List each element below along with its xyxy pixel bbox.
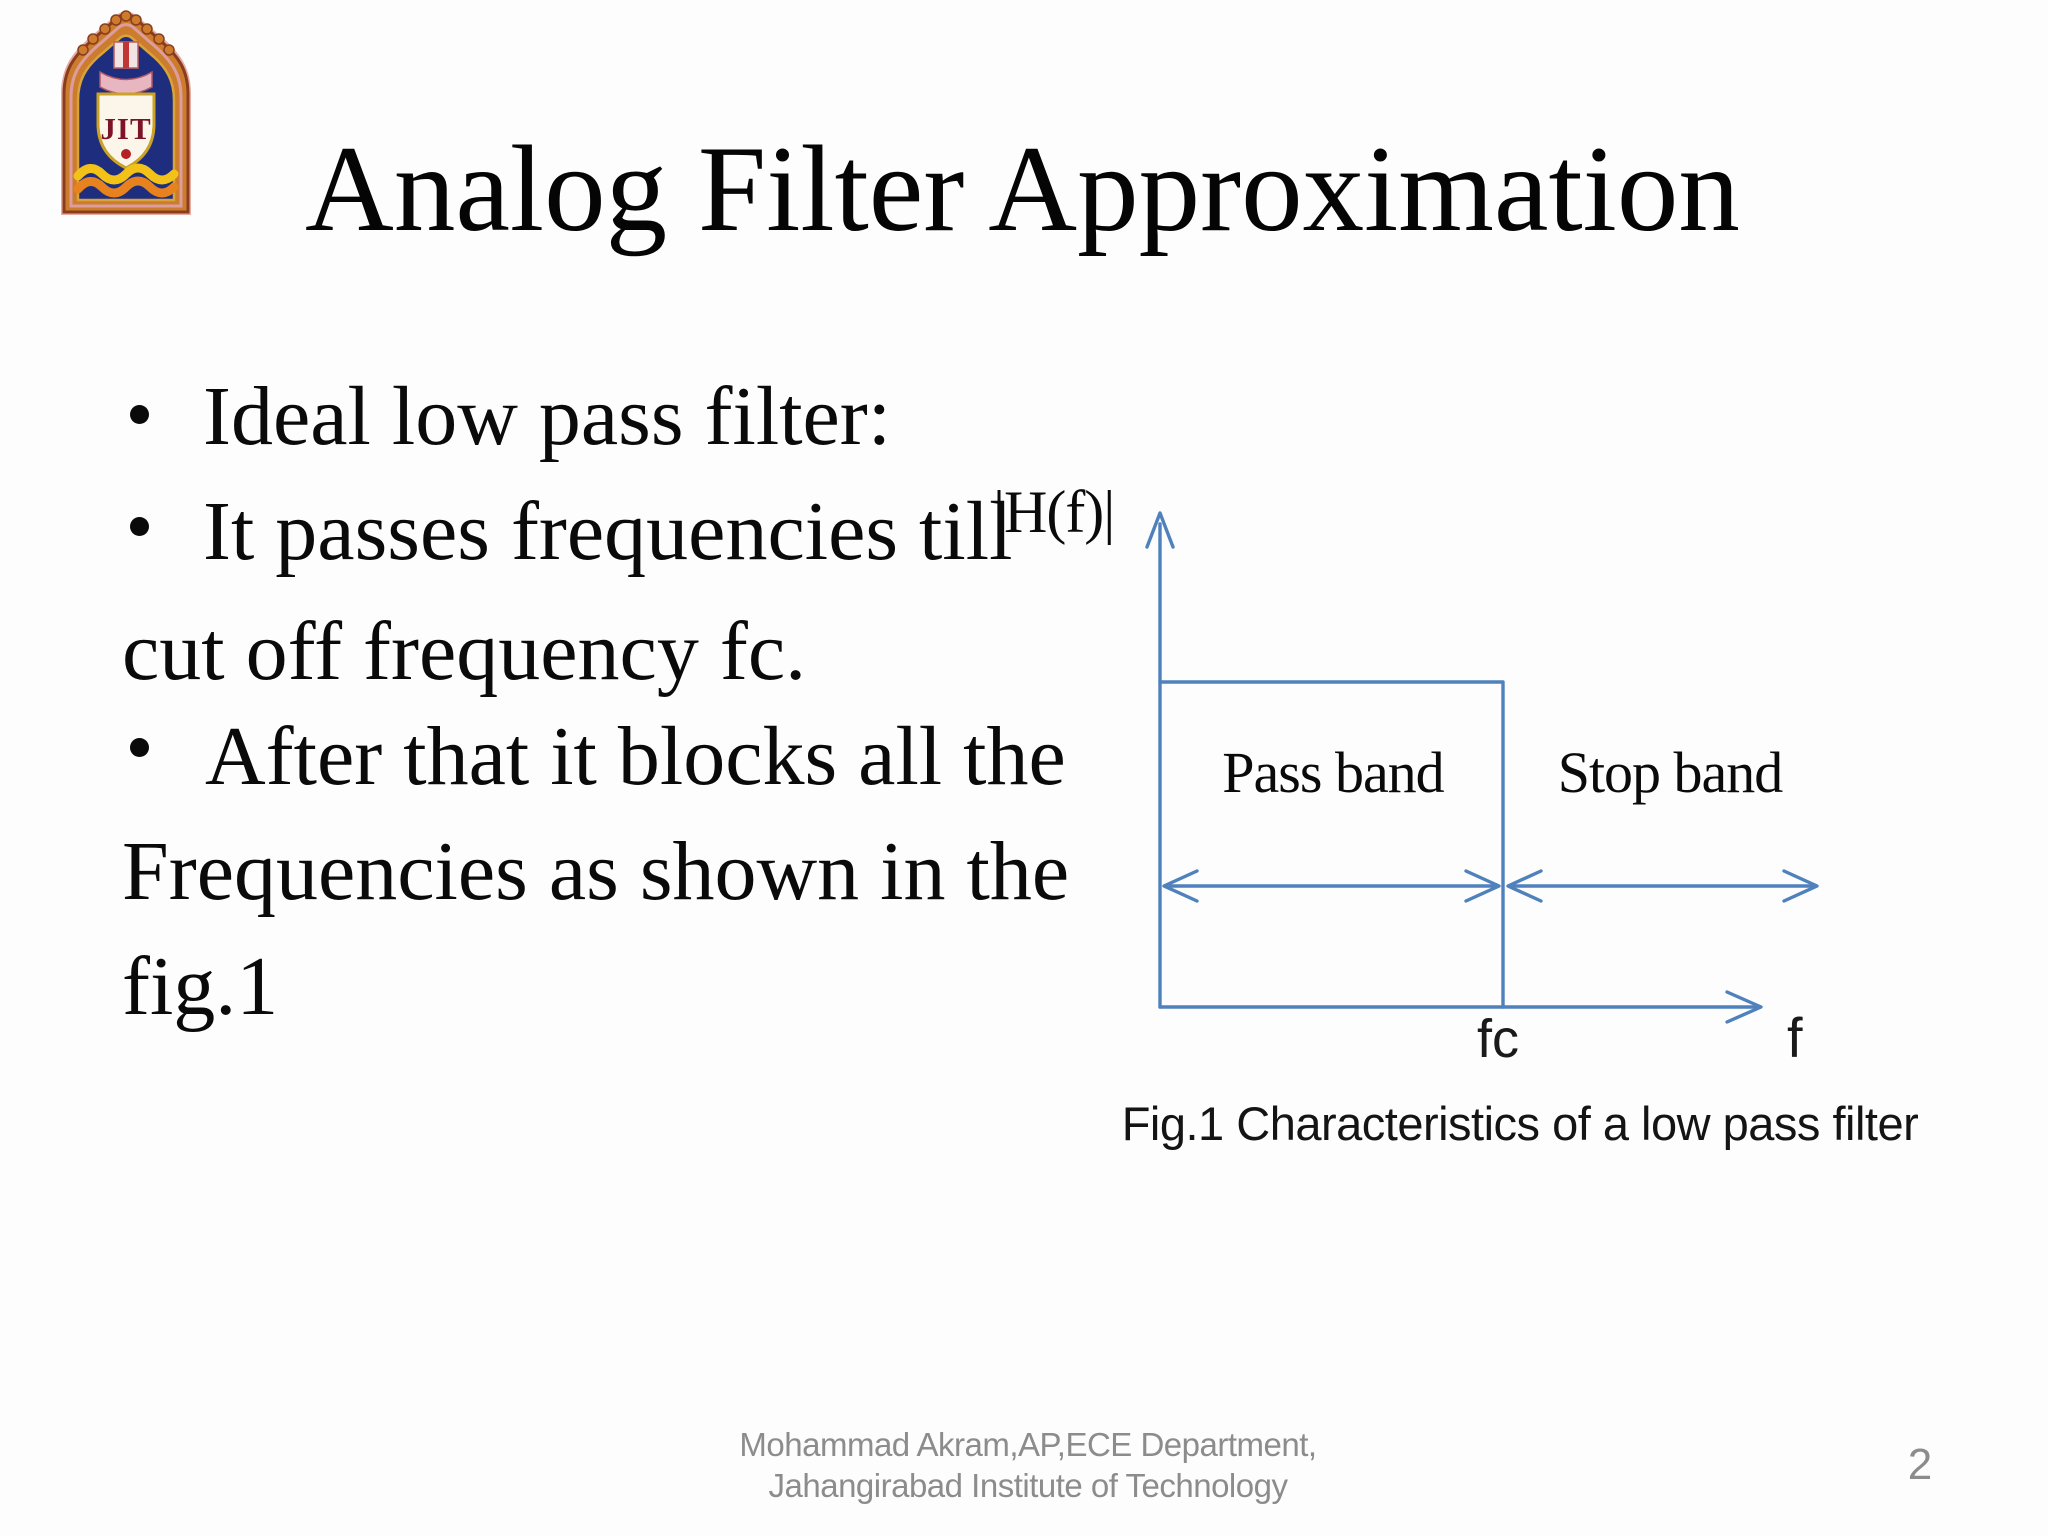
logo-yellow-wave <box>73 163 179 185</box>
footer-line-1: Mohammad Akram,AP,ECE Department, <box>739 1426 1317 1463</box>
passband-label: Pass band <box>1222 740 1444 805</box>
logo-arch-ornaments <box>77 10 175 56</box>
page-number: 2 <box>1907 1440 1933 1489</box>
bullet-dot <box>130 738 149 757</box>
body-line-5: Frequencies as shown in the <box>122 825 1070 918</box>
cutoff-frequency-label: fc <box>1476 1009 1519 1069</box>
logo-book <box>99 70 153 95</box>
body-line-3: cut off frequency fc. <box>122 605 807 698</box>
stopband-left-arrowhead-icon <box>1506 869 1543 903</box>
figure-caption: Fig.1 Characteristics of a low pass filt… <box>1121 1097 1919 1150</box>
response-rectangle <box>1158 680 1505 1009</box>
bullet-dot <box>130 405 149 424</box>
logo-pink-ring <box>69 23 183 208</box>
logo-monogram: JIT <box>100 111 151 146</box>
institute-logo-icon: JIT <box>61 10 191 215</box>
logo-lamp-stripe <box>123 42 129 68</box>
x-axis-arrowhead-icon <box>1725 990 1763 1024</box>
passband-right-arrowhead-icon <box>1464 869 1501 903</box>
body-line-6: fig.1 <box>122 940 279 1033</box>
footer-credit: Mohammad Akram,AP,ECE Department, Jahang… <box>624 1424 1432 1506</box>
body-line-2: It passes frequencies till <box>203 485 1013 578</box>
logo-shield-ornament <box>121 149 131 159</box>
bullet-dot <box>130 517 149 536</box>
passband-left-arrowhead-icon <box>1162 869 1199 903</box>
slide-title: Analog Filter Approximation <box>305 120 1740 257</box>
x-axis-label: f <box>1787 1006 1803 1069</box>
stopband-right-arrowhead-icon <box>1782 869 1819 903</box>
y-axis-label: |H(f)| <box>993 479 1115 545</box>
footer-line-2: Jahangirabad Institute of Technology <box>768 1467 1288 1504</box>
body-line-4: After that it blocks all the <box>205 710 1066 803</box>
logo-orange-wave <box>73 176 179 198</box>
y-axis-arrowhead-icon <box>1145 511 1175 549</box>
stopband-label: Stop band <box>1557 740 1784 805</box>
body-line-1: Ideal low pass filter: <box>203 370 892 463</box>
